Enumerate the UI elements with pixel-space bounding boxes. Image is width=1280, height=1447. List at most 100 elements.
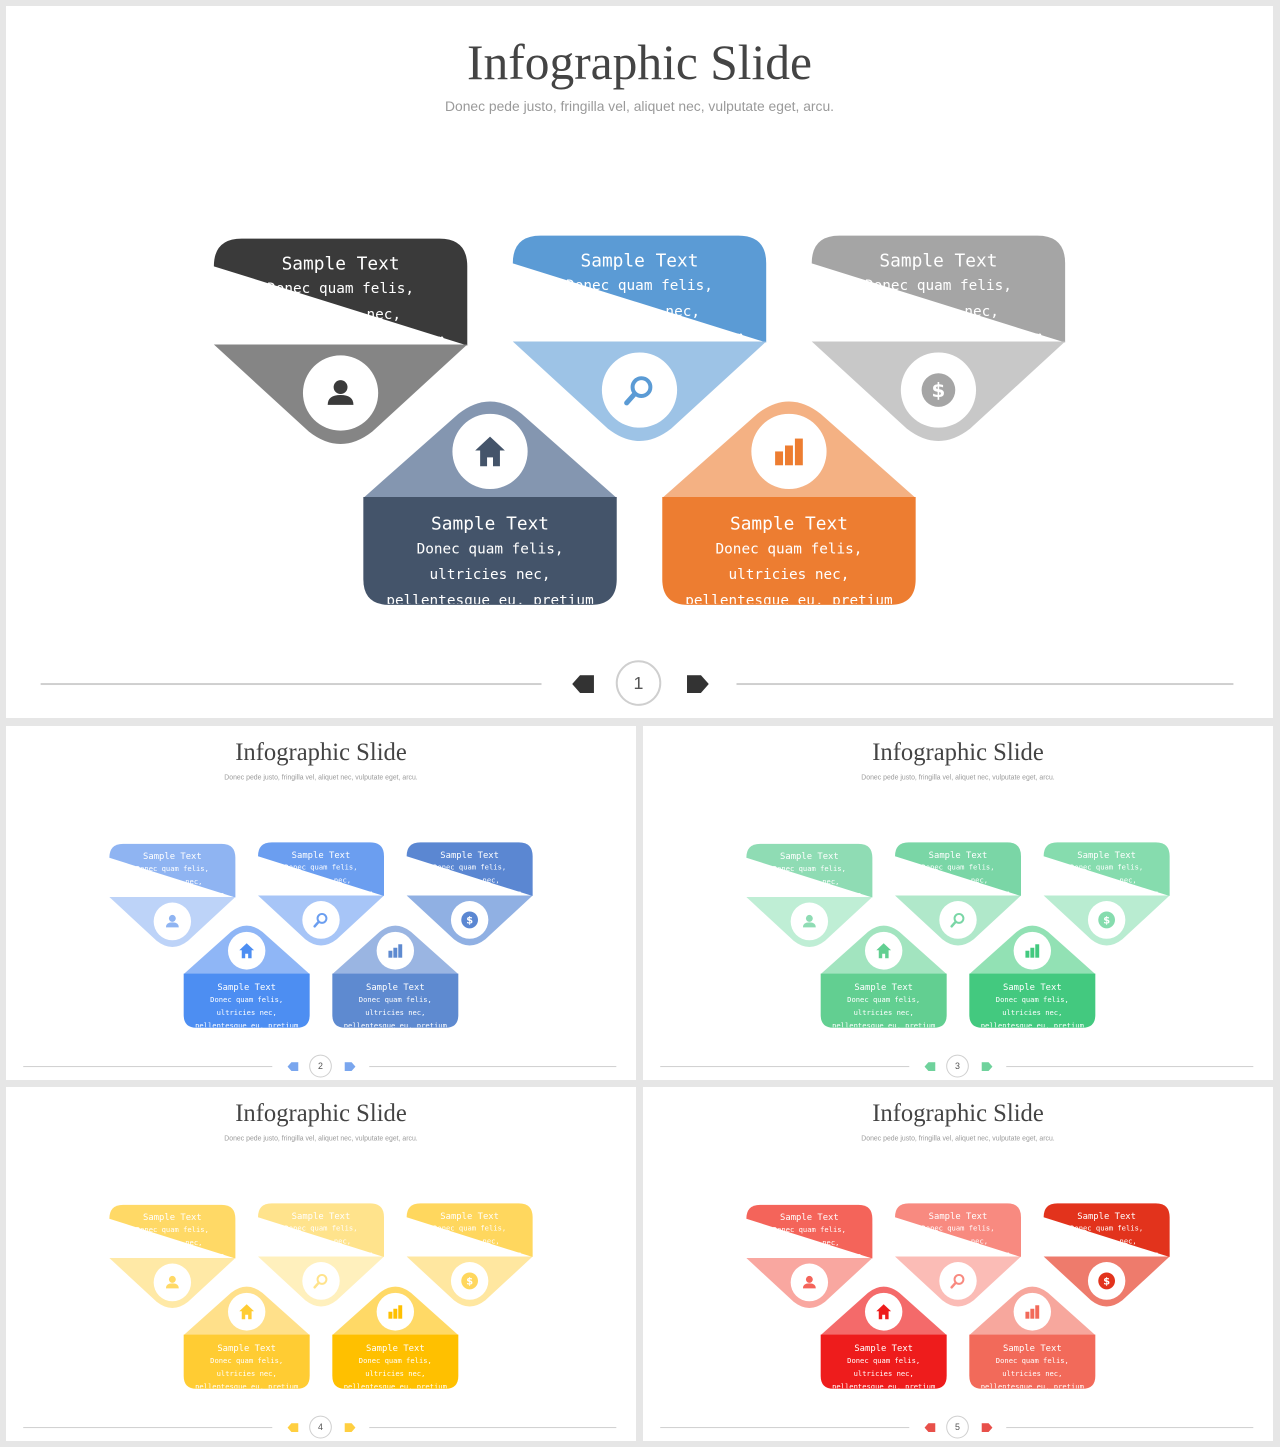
card-text: Sample Text Donec quam felis, ultricies … <box>341 982 449 1027</box>
info-card-3[interactable]: Sample Text Donec quam felis, ultricies … <box>406 842 533 946</box>
card-text: Sample Text Donec quam felis, ultricies … <box>341 1343 449 1389</box>
info-card-2[interactable]: Sample Text Donec quam felis, ultricies … <box>895 1203 1021 1307</box>
prev-arrow-icon[interactable] <box>287 1062 299 1072</box>
divider-right <box>1006 1066 1254 1068</box>
card-heading: Sample Text <box>928 1210 988 1222</box>
home-icon <box>472 434 508 470</box>
prev-arrow-icon[interactable] <box>572 675 594 693</box>
card-body: Donec quam felis, ultricies nec, pellent… <box>120 1226 224 1258</box>
next-arrow-icon[interactable] <box>981 1423 993 1433</box>
card-text: Sample Text Donec quam felis, ultricies … <box>381 513 599 604</box>
info-card-4[interactable]: Sample Text Donec quam felis, ultricies … <box>820 1285 947 1389</box>
icon-circle <box>302 355 379 431</box>
icon-circle <box>1013 1292 1052 1331</box>
card-text: Sample Text Donec quam felis, ultricies … <box>232 252 450 343</box>
dollar-icon: $ <box>461 1272 479 1290</box>
card-body: Donec quam felis, ultricies nec, pellent… <box>418 1224 522 1257</box>
info-card-1[interactable]: Sample Text Donec quam felis, ultricies … <box>109 843 236 948</box>
card-body: Donec quam felis, ultricies nec, pellent… <box>906 863 1010 896</box>
info-card-5[interactable]: Sample Text Donec quam felis, ultricies … <box>332 1285 459 1389</box>
bar-chart-icon <box>771 434 807 470</box>
card-body: Donec quam felis, ultricies nec, pellent… <box>418 863 522 896</box>
info-card-4[interactable]: Sample Text Donec quam felis, ultricies … <box>183 1285 310 1389</box>
card-text: Sample Text Donec quam felis, ultricies … <box>904 849 1012 895</box>
card-heading: Sample Text <box>729 513 848 535</box>
pagination: 2 <box>6 1044 636 1080</box>
card-body: Donec quam felis, ultricies nec, pellent… <box>269 1224 373 1257</box>
divider-right <box>369 1427 617 1429</box>
info-card-2[interactable]: Sample Text Donec quam felis, ultricies … <box>258 1203 384 1307</box>
card-heading: Sample Text <box>928 849 988 861</box>
card-text: Sample Text Donec quam felis, ultricies … <box>755 851 863 896</box>
divider-left <box>660 1066 910 1068</box>
card-body: Donec quam felis, ultricies nec, pellent… <box>386 541 594 604</box>
card-heading: Sample Text <box>580 250 699 272</box>
person-icon <box>164 1273 182 1291</box>
prev-arrow-icon[interactable] <box>924 1062 936 1072</box>
info-card-5[interactable]: Sample Text Donec quam felis, ultricies … <box>969 924 1096 1028</box>
icon-circle <box>864 1292 903 1331</box>
prev-arrow-icon[interactable] <box>924 1423 936 1433</box>
next-arrow-icon[interactable] <box>344 1423 356 1433</box>
person-icon <box>801 1273 819 1291</box>
card-heading: Sample Text <box>1077 1210 1136 1222</box>
next-arrow-icon[interactable] <box>687 675 709 693</box>
card-body: Donec quam felis, ultricies nec, pellent… <box>832 995 936 1028</box>
card-heading: Sample Text <box>879 250 998 272</box>
info-card-3[interactable]: Sample Text Donec quam felis, ultricies … <box>406 1203 533 1307</box>
card-heading: Sample Text <box>780 1212 839 1223</box>
home-icon <box>875 942 893 960</box>
page-number: 4 <box>309 1415 332 1439</box>
divider-left <box>660 1427 910 1429</box>
icon-circle <box>939 901 977 939</box>
next-arrow-icon[interactable] <box>344 1062 356 1072</box>
card-text: Sample Text Donec quam felis, ultricies … <box>755 1212 863 1257</box>
info-card-5[interactable]: Sample Text Donec quam felis, ultricies … <box>969 1285 1096 1389</box>
prev-arrow-icon[interactable] <box>287 1423 299 1433</box>
card-text: Sample Text Donec quam felis, ultricies … <box>531 250 749 340</box>
info-card-4[interactable]: Sample Text Donec quam felis, ultricies … <box>820 924 947 1028</box>
icon-circle <box>751 413 827 490</box>
card-body: Donec quam felis, ultricies nec, pellent… <box>980 995 1084 1028</box>
info-card-2[interactable]: Sample Text Donec quam felis, ultricies … <box>512 235 767 444</box>
next-arrow-icon[interactable] <box>981 1062 993 1072</box>
info-card-5[interactable]: Sample Text Donec quam felis, ultricies … <box>332 924 459 1028</box>
pagination: 4 <box>6 1405 636 1441</box>
info-card-3[interactable]: Sample Text Donec quam felis, ultricies … <box>1043 842 1170 946</box>
icon-circle: $ <box>1087 901 1126 939</box>
svg-text:$: $ <box>466 1276 473 1287</box>
card-text: Sample Text Donec quam felis, ultricies … <box>978 982 1086 1028</box>
slide-subtitle: Donec pede justo, fringilla vel, aliquet… <box>224 773 418 782</box>
info-card-4[interactable]: Sample Text Donec quam felis, ultricies … <box>183 924 310 1028</box>
icon-circle <box>864 931 903 970</box>
info-card-1[interactable]: Sample Text Donec quam felis, ultricies … <box>746 1204 873 1309</box>
info-card-5[interactable]: Sample Text Donec quam felis, ultricies … <box>662 399 916 607</box>
card-heading: Sample Text <box>440 849 499 861</box>
card-heading: Sample Text <box>1002 1343 1062 1354</box>
info-card-1[interactable]: Sample Text Donec quam felis, ultricies … <box>213 238 468 447</box>
info-card-1[interactable]: Sample Text Donec quam felis, ultricies … <box>746 843 873 948</box>
icon-circle <box>790 902 829 941</box>
card-body: Donec quam felis, ultricies nec, pellent… <box>685 541 893 604</box>
svg-text:$: $ <box>1103 915 1110 926</box>
info-card-1[interactable]: Sample Text Donec quam felis, ultricies … <box>109 1204 236 1309</box>
info-card-3[interactable]: Sample Text Donec quam felis, ultricies … <box>1043 1203 1170 1307</box>
info-card-3[interactable]: Sample Text Donec quam felis, ultricies … <box>811 235 1066 444</box>
info-card-4[interactable]: Sample Text Donec quam felis, ultricies … <box>363 399 617 607</box>
divider-right <box>736 683 1234 686</box>
card-body: Donec quam felis, ultricies nec, pellent… <box>343 1356 447 1389</box>
pagination: 3 <box>643 1044 1273 1080</box>
card-text: Sample Text Donec quam felis, ultricies … <box>830 250 1048 340</box>
info-card-2[interactable]: Sample Text Donec quam felis, ultricies … <box>895 842 1021 946</box>
card-text: Sample Text Donec quam felis, ultricies … <box>978 1343 1086 1388</box>
card-text: Sample Text Donec quam felis, ultricies … <box>830 1343 938 1388</box>
home-icon <box>875 1303 893 1321</box>
icon-circle <box>939 1262 977 1300</box>
info-card-2[interactable]: Sample Text Donec quam felis, ultricies … <box>258 842 384 946</box>
icon-circle <box>302 901 340 939</box>
